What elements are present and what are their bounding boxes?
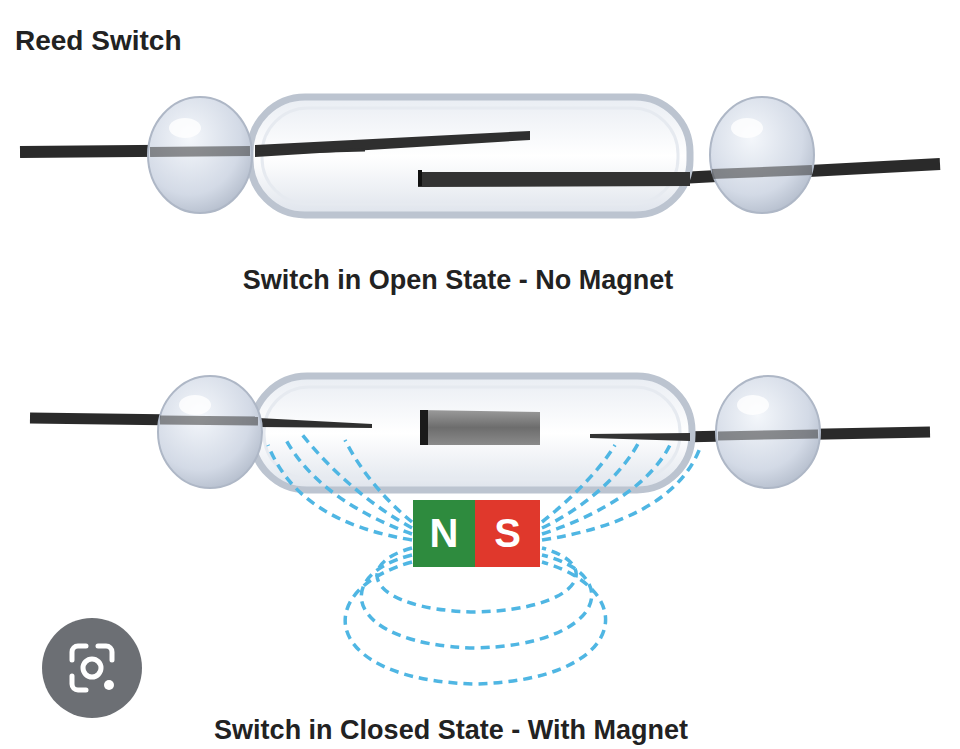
- pole-letter: S: [494, 511, 521, 556]
- glass-seal: [158, 376, 262, 488]
- open-reed-switch: [20, 97, 940, 215]
- left-reed: [258, 418, 372, 428]
- left-lead: [20, 150, 260, 152]
- glass-tube: [252, 376, 692, 490]
- glass-seal: [148, 97, 252, 213]
- state-caption: Switch in Closed State - With Magnet: [214, 715, 688, 746]
- glass-seal: [716, 376, 820, 488]
- left-lead: [30, 418, 260, 421]
- magnet-pole: N: [413, 500, 475, 567]
- diagram-title: Reed Switch: [15, 25, 181, 57]
- reed-contact: [420, 410, 540, 445]
- field-lines: [268, 432, 700, 684]
- closed-reed-switch: [30, 376, 930, 490]
- right-reed: [590, 433, 690, 441]
- pole-letter: N: [430, 511, 459, 556]
- glass-tube: [250, 97, 690, 215]
- magnet-pole: S: [475, 500, 540, 567]
- glass-seal: [710, 97, 814, 213]
- lens-icon: [42, 618, 142, 718]
- left-reed: [255, 131, 530, 157]
- state-caption: Switch in Open State - No Magnet: [243, 265, 674, 296]
- right-reed: [418, 172, 690, 187]
